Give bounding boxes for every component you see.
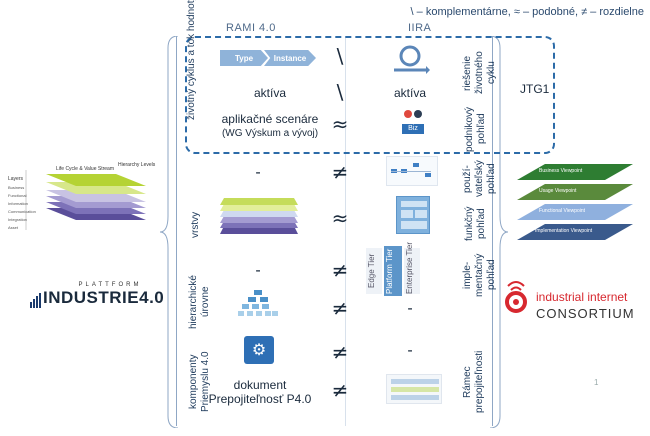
label-ramec: Rámec prepojiteľnosti — [462, 350, 485, 414]
chevron-type: Type — [220, 50, 268, 66]
industrie-bars-icon — [30, 293, 41, 308]
enterprise-tier: Enterprise Tier — [404, 242, 420, 294]
industrie-platform-text: PLATTFORM — [78, 282, 142, 288]
layer-information: Information — [8, 201, 29, 206]
relation-5: ≈ — [331, 206, 349, 230]
label-pouzivatelsky: použí-vateľský pohľad — [462, 160, 497, 198]
layer-integration: Integration — [8, 217, 27, 222]
rami-dash-1: - — [255, 164, 261, 181]
lifecycle-chevrons: Type Instance — [220, 50, 316, 66]
implementation-tiers: Edge Tier Platform Tier Enterprise Tier — [366, 242, 440, 296]
label-komponenty: komponenty Priemyslu 4.0 — [188, 351, 211, 413]
viewpoint-implementation: Implementation Viewpoint — [535, 228, 593, 234]
business-people-icon: Biz — [398, 108, 428, 136]
viewpoint-business: Business Viewpoint — [539, 168, 583, 174]
viewpoint-functional: Functional Viewpoint — [539, 208, 586, 214]
platform-tier: Platform Tier — [384, 246, 402, 296]
relation-3: ≈ — [331, 112, 349, 136]
label-implementacny: imple-mentačný pohľad — [462, 253, 497, 297]
lifecycle-cycle-icon — [394, 45, 430, 74]
industrie-name: INDUSTRIE4.0 — [43, 288, 165, 307]
biz-label: Biz — [402, 124, 424, 134]
left-brace — [160, 36, 179, 428]
legend-text: \ – komplementárne, ≈ – podobné, ≠ – roz… — [410, 6, 644, 18]
rami-scenare: aplikačné scenáre — [221, 112, 319, 126]
center-divider — [345, 36, 346, 426]
relation-4: ≠ — [331, 160, 349, 184]
rami-layer-names: Business Functional Information Communic… — [8, 184, 36, 232]
jtg1-label: JTG1 — [520, 82, 550, 96]
iira-aktiva: aktíva — [393, 86, 426, 100]
label-vrstvy: vrstvy — [190, 211, 201, 239]
usage-view-thumbnail — [386, 156, 438, 186]
relation-2: \ — [336, 80, 344, 104]
right-brace-line — [492, 36, 493, 426]
connectivity-thumbnail — [386, 374, 442, 404]
rami-layers-image — [220, 198, 298, 234]
page-number: 1 — [594, 378, 599, 387]
rami-layers-label: Layers — [8, 176, 24, 182]
industrie40-logo: PLATTFORM INDUSTRIE4.0 — [30, 282, 170, 308]
iic-line2: CONSORTIUM — [536, 306, 635, 321]
viewpoint-usage: Usage Viewpoint — [539, 188, 577, 194]
chevron-instance: Instance — [264, 50, 316, 66]
iic-gear-icon — [505, 281, 527, 313]
iic-logo: industrial internet CONSORTIUM — [500, 270, 648, 330]
layer-asset: Asset — [8, 225, 19, 230]
hierarchy-pyramid-image — [238, 290, 278, 316]
rami-dokument: dokument — [233, 378, 287, 392]
relation-1: \ — [336, 44, 344, 68]
iira-dash-1: - — [407, 300, 413, 317]
left-brace-line — [176, 36, 177, 426]
jtg-dashed-box — [185, 36, 555, 154]
label-podnikovy: podnikový pohľad — [464, 106, 487, 152]
label-riesenie: riešenie životného cyklu — [462, 51, 497, 95]
label-hierarchicke-urovne: hierarchické úrovne — [188, 275, 211, 329]
rami-dokument-sub: Prepojiteľnosť P4.0 — [208, 392, 312, 406]
relation-8: ≠ — [331, 340, 349, 364]
right-brace — [489, 36, 508, 428]
rami-scenare-sub: (WG Výskum a vývoj) — [221, 128, 319, 139]
functional-view-thumbnail — [396, 196, 430, 234]
layer-communication: Communication — [8, 209, 36, 214]
iira-viewpoints-image: Business Viewpoint Usage Viewpoint Funct… — [515, 158, 635, 258]
layer-functional: Functional — [8, 193, 27, 198]
rami-dash-2: - — [255, 262, 261, 279]
edge-tier: Edge Tier — [366, 248, 382, 294]
relation-9: ≠ — [331, 378, 349, 402]
relation-6: ≠ — [331, 258, 349, 282]
rami-header: RAMI 4.0 — [226, 22, 276, 34]
iic-line1: industrial internet — [536, 290, 628, 304]
label-funkcny: funkčný pohľad — [464, 206, 487, 242]
layer-business: Business — [8, 185, 25, 190]
rami-hierarchy-label: Hierarchy Levels — [118, 162, 156, 168]
label-zivotny-cyklus: životný cyklus a tok hodnoty — [186, 0, 197, 120]
relation-7: ≠ — [331, 296, 349, 320]
rami-lifecycle-label: Life Cycle & Value Stream — [56, 166, 114, 172]
iira-dash-2: - — [407, 342, 413, 359]
rami-aktiva: aktíva — [253, 86, 286, 100]
gear-component-icon: ⚙ — [244, 336, 274, 364]
rami-model-image: Layers Life Cycle & Value Stream Hierarc… — [6, 160, 156, 240]
iira-header: IIRA — [408, 22, 432, 34]
